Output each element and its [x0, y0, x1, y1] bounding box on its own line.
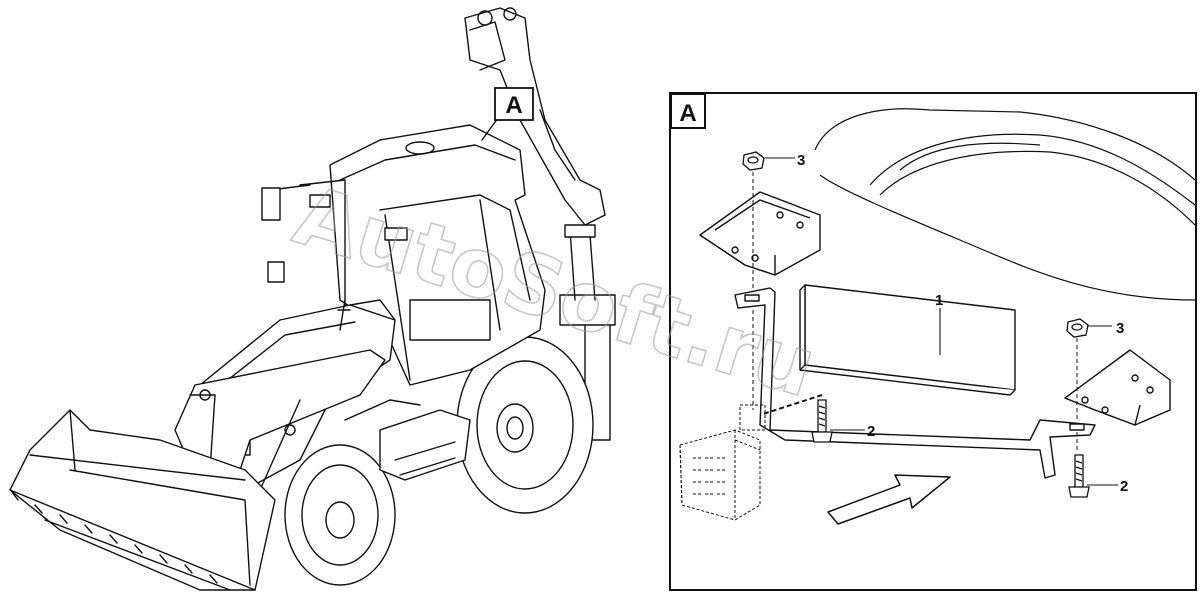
overview-leader-line — [481, 117, 499, 141]
backhoe-arm — [464, 7, 616, 441]
direction-arrow — [827, 474, 951, 525]
assembly-lines — [752, 172, 1078, 452]
overview-callout-a: A — [494, 87, 534, 121]
fender-and-steps — [344, 399, 471, 481]
left-support-bracket — [699, 191, 821, 276]
detail-label-box — [670, 93, 706, 129]
callout-bolt-left: 2 — [867, 423, 875, 440]
mounting-bracket — [734, 287, 1096, 479]
callout-numbers: 3 3 1 2 2 — [797, 152, 1128, 495]
part-3-nut-right — [1066, 318, 1089, 338]
callout-plate: 1 — [935, 292, 943, 309]
callout-bolt-right: 2 — [1120, 478, 1128, 495]
front-bucket — [9, 409, 276, 591]
part-2-bolt-left — [811, 399, 833, 443]
detail-label: A — [679, 100, 696, 127]
right-support-bracket — [1064, 349, 1171, 426]
callout-leaders — [765, 157, 1118, 486]
callout-nut-right: 3 — [1116, 320, 1124, 337]
work-lamp — [679, 404, 766, 521]
overview-callout-label: A — [505, 92, 522, 119]
part-1-plate — [799, 284, 1016, 396]
cab-roof — [814, 108, 1196, 301]
part-3-nut-left — [742, 151, 765, 171]
detail-view-a: A — [669, 92, 1197, 591]
part-2-bolt-right — [1068, 454, 1090, 498]
front-wheel — [284, 444, 396, 586]
backhoe-loader-illustration — [9, 7, 616, 591]
callout-nut-left: 3 — [797, 152, 805, 169]
